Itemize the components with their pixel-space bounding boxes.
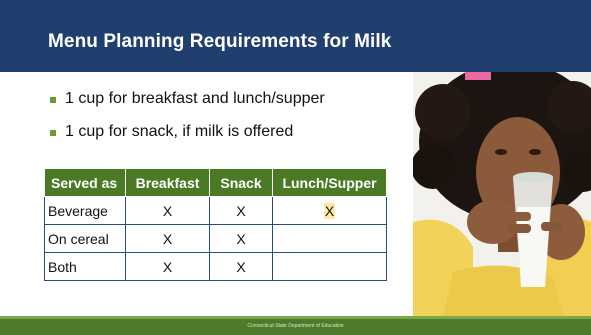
table-cell: Both (44, 252, 126, 281)
table-cell: On cereal (44, 224, 126, 253)
highlighted-mark: X (323, 202, 336, 219)
table-cell (272, 252, 387, 281)
milk-requirements-table: Served as Breakfast Snack Lunch/Supper B… (44, 168, 387, 281)
table-header-row: Served as Breakfast Snack Lunch/Supper (44, 168, 387, 197)
table-cell: X (272, 196, 387, 225)
header-lunch-supper: Lunch/Supper (272, 168, 387, 197)
footer-accent-line (0, 316, 591, 319)
bullet-list: 1 cup for breakfast and lunch/supper 1 c… (50, 90, 410, 156)
table-cell: X (125, 252, 210, 281)
table-row: Beverage X X X (44, 196, 387, 225)
table-cell: Beverage (44, 196, 126, 225)
table-cell: X (125, 196, 210, 225)
table-cell: X (209, 252, 273, 281)
table-row: Both X X (44, 252, 387, 281)
header-breakfast: Breakfast (125, 168, 210, 197)
footer-bar: Connecticut State Department of Educatio… (0, 319, 591, 335)
woman-drinking-milk-photo (413, 72, 591, 316)
bullet-text: 1 cup for breakfast and lunch/supper (65, 90, 325, 107)
header-served-as: Served as (44, 168, 126, 197)
table-cell: X (209, 224, 273, 253)
title-bar: Menu Planning Requirements for Milk (0, 0, 591, 72)
header-snack: Snack (209, 168, 273, 197)
bullet-square-icon (50, 97, 56, 103)
table-row: On cereal X X (44, 224, 387, 253)
bullet-square-icon (50, 130, 56, 136)
table-cell (272, 224, 387, 253)
slide-title: Menu Planning Requirements for Milk (48, 31, 392, 52)
table-cell: X (125, 224, 210, 253)
table-cell: X (209, 196, 273, 225)
bullet-text: 1 cup for snack, if milk is offered (65, 123, 294, 140)
bullet-item: 1 cup for snack, if milk is offered (50, 123, 410, 143)
bullet-item: 1 cup for breakfast and lunch/supper (50, 90, 410, 110)
photo-illustration (413, 72, 591, 316)
